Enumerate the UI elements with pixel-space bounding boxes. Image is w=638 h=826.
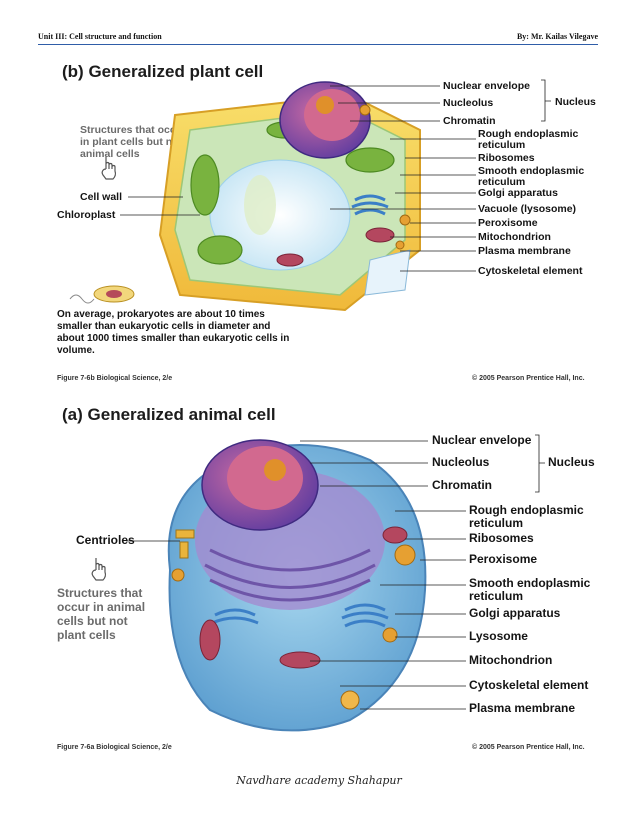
header-unit-title: Unit III: Cell structure and function (38, 32, 162, 41)
animal-label-nucleolus: Nucleolus (432, 455, 490, 469)
plant-title-text: Generalized plant cell (88, 62, 264, 81)
plant-label-golgi: Golgi apparatus (478, 187, 558, 199)
cell-wall-label: Cell wall (80, 191, 123, 203)
pointing-hand-icon-2 (91, 558, 106, 581)
plant-label-mitochondrion: Mitochondrion (478, 231, 551, 243)
prokaryote-icon (69, 285, 135, 304)
plant-label-smooth-er: Smooth endoplasmic reticulum (478, 165, 585, 188)
plant-copyright: © 2005 Pearson Prentice Hall, Inc. (472, 375, 585, 382)
animal-copyright: © 2005 Pearson Prentice Hall, Inc. (472, 744, 585, 751)
plant-cell-illustration (158, 81, 421, 312)
prokaryote-size-note: On average, prokaryotes are about 10 tim… (57, 309, 290, 356)
plant-figure-caption: Figure 7-6b Biological Science, 2/e (57, 375, 173, 382)
animal-figure-caption: Figure 7-6a Biological Science, 2/e (57, 744, 172, 751)
animal-label-ribosomes: Ribosomes (469, 531, 534, 545)
centrioles-label: Centrioles (76, 533, 135, 547)
plant-label-vacuole: Vacuole (lysosome) (478, 203, 577, 215)
animal-structures-note: Structures that occur in animal cells bu… (57, 586, 146, 642)
animal-label-plasma-membrane: Plasma membrane (469, 701, 576, 715)
animal-label-golgi: Golgi apparatus (469, 606, 561, 620)
animal-label-smooth-er: Smooth endoplasmic reticulum (469, 576, 591, 603)
pointing-hand-icon (101, 157, 116, 180)
plant-label-rough-er: Rough endoplasmic reticulum (478, 128, 579, 151)
plant-label-nucleus: Nucleus (555, 96, 596, 108)
animal-title-tag: (a) (62, 405, 83, 424)
plant-structures-note: Structures that occur in plant cells but… (80, 124, 187, 160)
animal-label-mitochondrion: Mitochondrion (469, 653, 553, 667)
plant-label-peroxisome: Peroxisome (478, 217, 538, 229)
plant-label-nuclear-envelope: Nuclear envelope (443, 80, 530, 92)
animal-title-text: Generalized animal cell (87, 405, 276, 424)
chloroplast-label: Chloroplast (57, 209, 116, 221)
page-footer: Navdhare academy Shahapur (236, 774, 402, 787)
plant-label-chromatin: Chromatin (443, 115, 496, 127)
plant-label-plasma-membrane: Plasma membrane (478, 245, 571, 257)
animal-label-cytoskeletal-element: Cytoskeletal element (469, 678, 589, 692)
animal-label-rough-er: Rough endoplasmic reticulum (469, 503, 584, 530)
animal-label-nucleus: Nucleus (548, 455, 595, 469)
plant-figure-title: (b) Generalized plant cell (62, 62, 263, 82)
plant-label-nucleolus: Nucleolus (443, 97, 494, 109)
animal-cell-illustration (167, 439, 427, 732)
plant-label-cytoskeletal-element: Cytoskeletal element (478, 265, 583, 277)
animal-label-lysosome: Lysosome (469, 629, 528, 643)
animal-label-nuclear-envelope: Nuclear envelope (432, 433, 532, 447)
animal-label-chromatin: Chromatin (432, 478, 492, 492)
plant-label-ribosomes: Ribosomes (478, 152, 535, 164)
animal-figure-title: (a) Generalized animal cell (62, 405, 276, 425)
header-author: By: Mr. Kailas Vilegave (516, 32, 598, 41)
plant-title-tag: (b) (62, 62, 84, 81)
page-header: Unit III: Cell structure and function By… (38, 30, 598, 45)
animal-label-peroxisome: Peroxisome (469, 552, 538, 566)
